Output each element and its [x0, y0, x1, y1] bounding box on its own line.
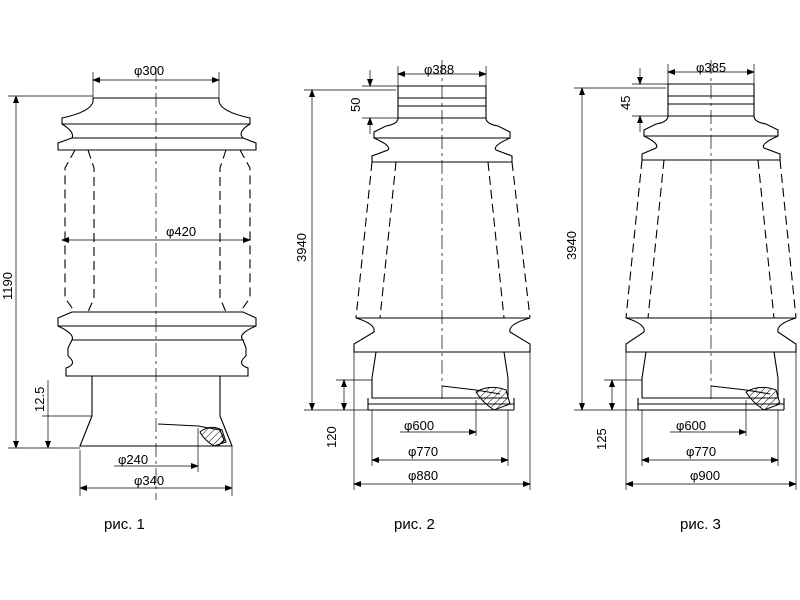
fig2-base-dia: φ880 [408, 468, 438, 483]
caption-figure-3: рис. 3 [680, 516, 721, 533]
fig1-top-dia: φ300 [134, 63, 164, 78]
fig2-top-h: 50 [348, 98, 363, 112]
caption-figure-1: рис. 1 [104, 516, 145, 533]
fig2-top-dia: φ388 [424, 62, 454, 77]
fig3-height: 3940 [564, 231, 579, 260]
fig2-mid-dia: φ770 [408, 444, 438, 459]
figure-3-drawing: φ385 45 3940 125 φ600 φ770 φ900 [564, 60, 797, 490]
fig1-flange-h: 12.5 [32, 387, 47, 412]
figure-1-drawing: φ300 φ420 1190 12.5 φ240 φ340 [0, 63, 257, 500]
fig3-hole-dia: φ600 [676, 418, 706, 433]
caption-figure-2: рис. 2 [394, 516, 435, 533]
fig3-top-dia: φ385 [696, 60, 726, 75]
fig3-mid-dia: φ770 [686, 444, 716, 459]
fig1-mid-dia: φ420 [166, 224, 196, 239]
fig2-height: 3940 [294, 233, 309, 262]
fig3-flange-h: 125 [594, 428, 609, 450]
fig3-base-dia: φ900 [690, 468, 720, 483]
fig2-hole-dia: φ600 [404, 418, 434, 433]
fig1-height: 1190 [0, 272, 15, 300]
fig2-flange-h: 120 [324, 426, 339, 448]
fig3-top-h: 45 [618, 96, 633, 110]
figure-2-drawing: φ388 50 3940 120 φ600 φ770 φ880 [294, 60, 531, 490]
fig1-base-dia: φ340 [134, 473, 164, 488]
fig1-hole-dia: φ240 [118, 452, 148, 467]
